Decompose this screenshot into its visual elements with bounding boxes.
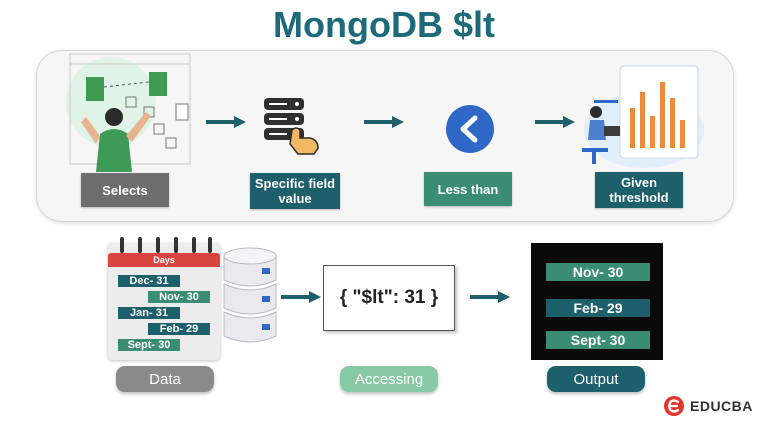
calendar-rings-icon	[120, 237, 212, 253]
output-row: Feb- 29	[546, 299, 650, 317]
educba-logo-icon	[664, 396, 684, 416]
output-label: Output	[547, 366, 645, 392]
person-selecting-icon	[66, 53, 191, 172]
calendar-header: Days	[108, 253, 220, 267]
data-label: Data	[116, 366, 214, 392]
brand-logo: EDUCBA	[663, 395, 753, 417]
arrow-icon	[364, 116, 404, 128]
calendar-row: Sept- 30	[118, 339, 180, 351]
analytics-chart-icon	[582, 65, 704, 168]
calendar-row: Jan- 31	[118, 307, 180, 319]
output-box: Nov- 30 Feb- 29 Sept- 30	[531, 243, 663, 360]
output-row: Sept- 30	[546, 331, 650, 349]
output-row: Nov- 30	[546, 263, 650, 281]
step-label-less-than: Less than	[424, 172, 512, 206]
server-touch-icon	[264, 98, 319, 155]
calendar-row: Nov- 30	[148, 291, 210, 303]
step-label-specific-field-value: Specific field value	[250, 173, 340, 209]
step-label-selects: Selects	[81, 173, 169, 207]
arrow-icon	[535, 116, 575, 128]
brand-name: EDUCBA	[690, 398, 753, 414]
calendar-row: Feb- 29	[148, 323, 210, 335]
accessing-label: Accessing	[340, 366, 438, 392]
calendar-row: Dec- 31	[118, 275, 180, 287]
arrow-icon	[281, 291, 321, 303]
less-than-icon	[446, 105, 494, 153]
arrow-icon	[206, 116, 246, 128]
query-expression: { "$lt": 31 }	[323, 265, 455, 331]
arrow-icon	[470, 291, 510, 303]
page-title: MongoDB $lt	[273, 4, 495, 45]
step-label-given-threshold: Given threshold	[595, 172, 683, 208]
calendar: Days Dec- 31 Nov- 30 Jan- 31 Feb- 29 Sep…	[108, 237, 220, 360]
database-icon	[223, 247, 277, 343]
